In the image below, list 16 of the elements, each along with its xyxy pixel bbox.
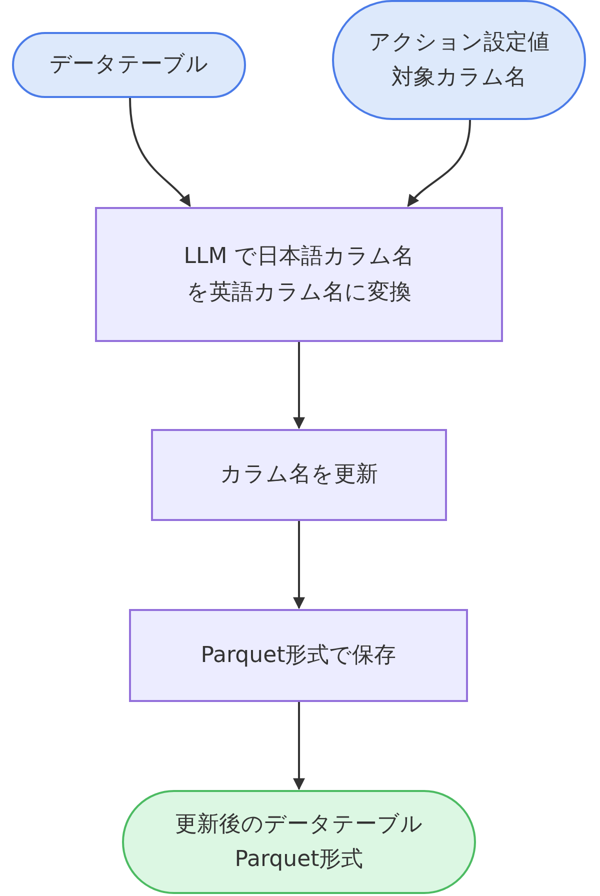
node-label: データテーブル <box>50 51 208 80</box>
process-box <box>151 429 447 521</box>
node-label: LLM で日本語カラム名を英語カラム名に変換 <box>182 243 416 306</box>
arrow <box>293 342 305 430</box>
node-label: 更新後のデータテーブル <box>175 810 423 839</box>
node-label: Parquet形式で保存 <box>200 642 396 670</box>
node-label: Parquet形式 <box>234 846 364 874</box>
arrow <box>129 98 191 207</box>
node-label: アクション設定値 <box>368 28 550 57</box>
node-label: カラム名を更新 <box>220 461 378 490</box>
node-label: 対象カラム名 <box>392 64 526 92</box>
process-box <box>129 609 468 702</box>
arrow <box>407 120 471 207</box>
arrow <box>293 521 305 610</box>
arrow <box>293 702 305 790</box>
process-box <box>95 207 503 342</box>
